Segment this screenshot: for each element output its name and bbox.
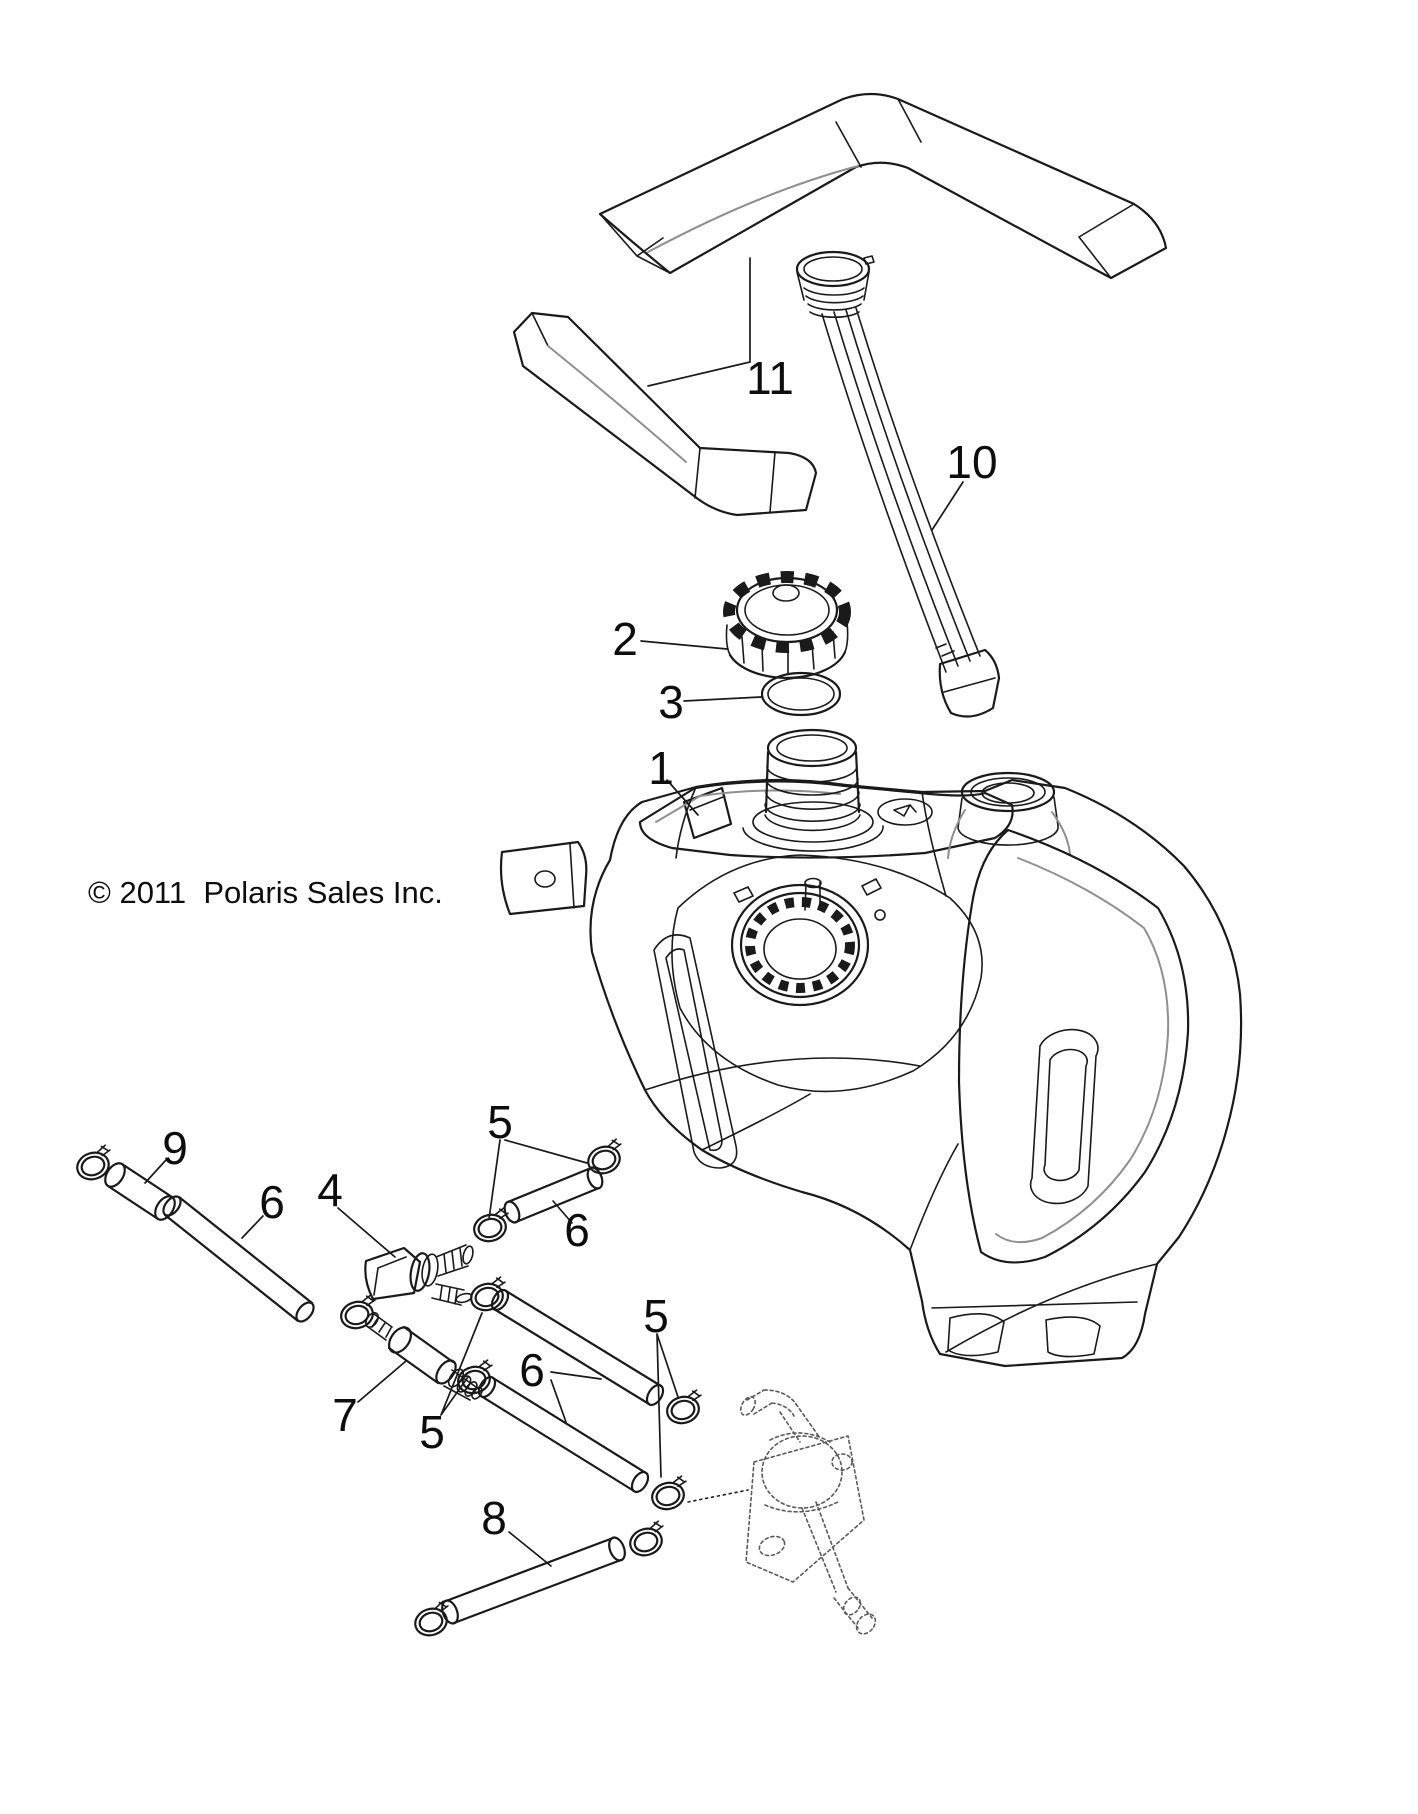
fuel-tank [499, 728, 1243, 1368]
callout-4: 4 [317, 1164, 343, 1216]
callout-1: 1 [648, 742, 674, 794]
clamp [624, 1519, 672, 1561]
callout-9: 9 [162, 1122, 188, 1174]
dipstick [795, 250, 1001, 718]
pump-retainer-ring [730, 877, 886, 1007]
callout-8: 8 [481, 1492, 507, 1544]
callout-3: 3 [658, 676, 684, 728]
vent-spout [947, 771, 1071, 859]
callout-6-b: 6 [564, 1204, 590, 1256]
callout-2: 2 [612, 613, 638, 665]
clamp [647, 1474, 693, 1514]
hose-6-c [490, 1288, 665, 1407]
fuel-pump-assembly-reference [739, 1389, 877, 1635]
tee-fitting [364, 1244, 474, 1306]
callout-11: 11 [746, 352, 794, 404]
callout-5-c: 5 [419, 1406, 445, 1458]
callout-6-a: 6 [259, 1176, 285, 1228]
clamp [469, 1206, 515, 1246]
clamp [409, 1599, 457, 1641]
clamp [582, 1137, 630, 1179]
hose-8 [441, 1536, 626, 1625]
leader-lines [144, 257, 964, 1567]
clamp [662, 1388, 708, 1428]
hose-6-d [477, 1375, 650, 1494]
clamp [466, 1275, 512, 1315]
copyright-notice: © 2011 Polaris Sales Inc. [88, 875, 443, 910]
callout-5-b: 5 [643, 1290, 669, 1342]
duct-upper [598, 92, 1168, 280]
clamp [71, 1143, 119, 1185]
callout-7: 7 [332, 1389, 358, 1441]
callout-5-a: 5 [487, 1096, 513, 1148]
callout-10: 10 [946, 436, 998, 488]
fuel-cap [723, 571, 851, 679]
inline-fitting [365, 1312, 483, 1401]
callout-6-c: 6 [519, 1344, 545, 1396]
duct-lower [512, 311, 818, 517]
hose-6-a [162, 1195, 315, 1323]
fuel-direction-arrow [877, 798, 933, 826]
o-ring [760, 671, 842, 717]
